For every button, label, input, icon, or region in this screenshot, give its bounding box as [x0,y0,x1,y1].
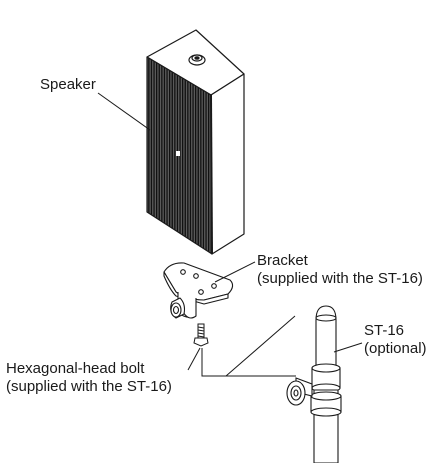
bracket-label-line1: Bracket [257,252,308,269]
bracket-label-line2: (supplied with the ST-16) [257,270,423,287]
bracket-leader [214,261,256,283]
speaker-label: Speaker [40,76,96,93]
bolt-label-line1: Hexagonal-head bolt [6,360,145,377]
speaker-logo [176,151,180,156]
connection-line [201,315,296,377]
st16-label-line1: ST-16 [364,322,405,339]
bracket-hole [211,283,217,289]
st16-leader [333,342,363,353]
speaker-side-face [210,73,245,255]
speaker-leader [97,92,151,131]
bracket-hole [193,273,199,279]
hexagonal-head-bolt [193,323,209,347]
speaker [146,29,245,255]
bracket-hole [180,269,186,275]
leader-lines [97,92,363,377]
bracket-hole [198,289,204,295]
bolt-label: Hexagonal-head bolt (supplied with the S… [6,360,172,396]
bracket [163,262,234,319]
st16-label-line2: (optional) [364,340,427,357]
st16-pole [286,305,342,463]
bolt-leader [187,347,201,371]
bolt-label-line2: (supplied with the ST-16) [6,378,172,395]
bracket-label: Bracket (supplied with the ST-16) [257,252,423,288]
st16-label: ST-16 (optional) [364,322,427,358]
